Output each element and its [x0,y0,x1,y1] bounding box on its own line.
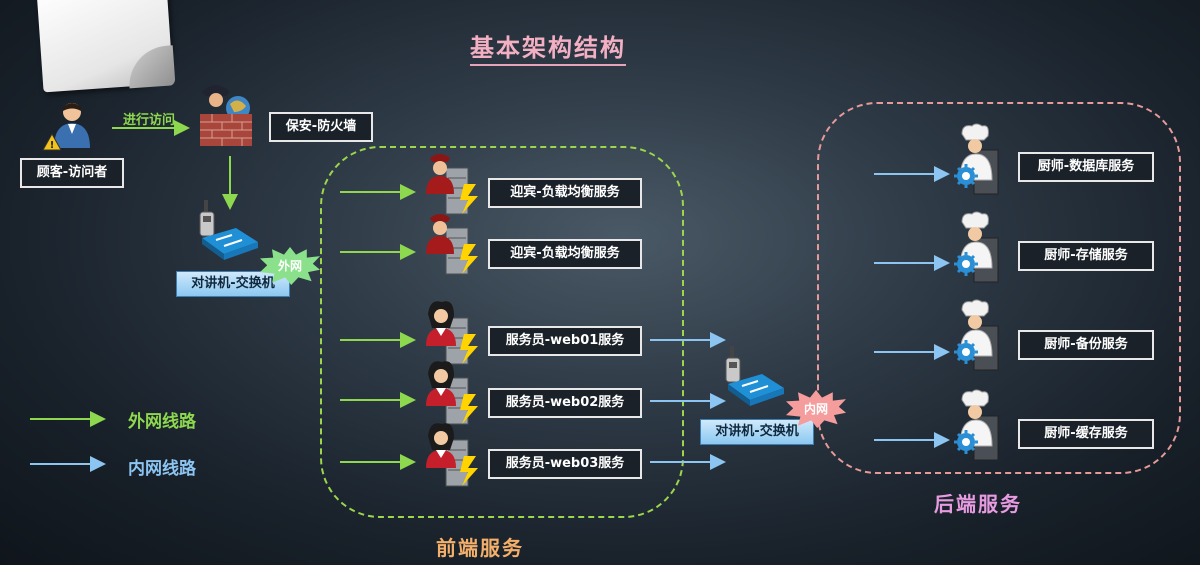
inner-badge: 内网 [803,402,828,416]
storage-service-label: 厨师-存储服务 [1018,241,1154,271]
inner-switch-label: 对讲机-交换机 [700,419,814,445]
legend-internal-label: 内网线路 [128,459,196,479]
outer-badge: 外网 [277,259,302,273]
firewall-label: 保安-防火墙 [269,112,373,142]
chef-server-icon [954,389,999,461]
chef-server-icon [954,211,999,283]
web03-label: 服务员-web03服务 [488,449,642,479]
visitor-label: 顾客-访问者 [20,158,124,188]
legend-external-label: 外网线路 [128,412,196,432]
chef-server-icon [954,299,999,371]
frontend-zone [320,146,684,518]
chef-server-icon [954,123,999,195]
outer-switch-label: 对讲机-交换机 [176,271,290,297]
diagram-title: 基本架构结构 [470,28,626,66]
db-service-label: 厨师-数据库服务 [1018,152,1154,182]
cache-service-label: 厨师-缓存服务 [1018,419,1154,449]
web01-label: 服务员-web01服务 [488,326,642,356]
svg-text:!: ! [50,140,55,151]
backup-service-label: 厨师-备份服务 [1018,330,1154,360]
load-balancer-2-label: 迎宾-负载均衡服务 [488,239,642,269]
guard-firewall-icon [200,85,252,146]
waiter-server-icon [426,361,478,425]
waiter-server-icon [426,423,478,487]
load-balancer-1-label: 迎宾-负载均衡服务 [488,178,642,208]
doorman-server-icon [426,214,478,275]
user-warning-icon: ! [42,103,90,151]
backend-zone [817,102,1181,474]
web02-label: 服务员-web02服务 [488,388,642,418]
backend-section-label: 后端服务 [934,492,1022,516]
walkie-talkie-switch-icon [199,200,258,260]
waiter-server-icon [426,301,478,365]
frontend-section-label: 前端服务 [436,536,524,560]
doorman-server-icon [426,154,478,215]
visit-arrow-label: 进行访问 [123,113,176,128]
walkie-talkie-switch-icon [725,346,784,406]
